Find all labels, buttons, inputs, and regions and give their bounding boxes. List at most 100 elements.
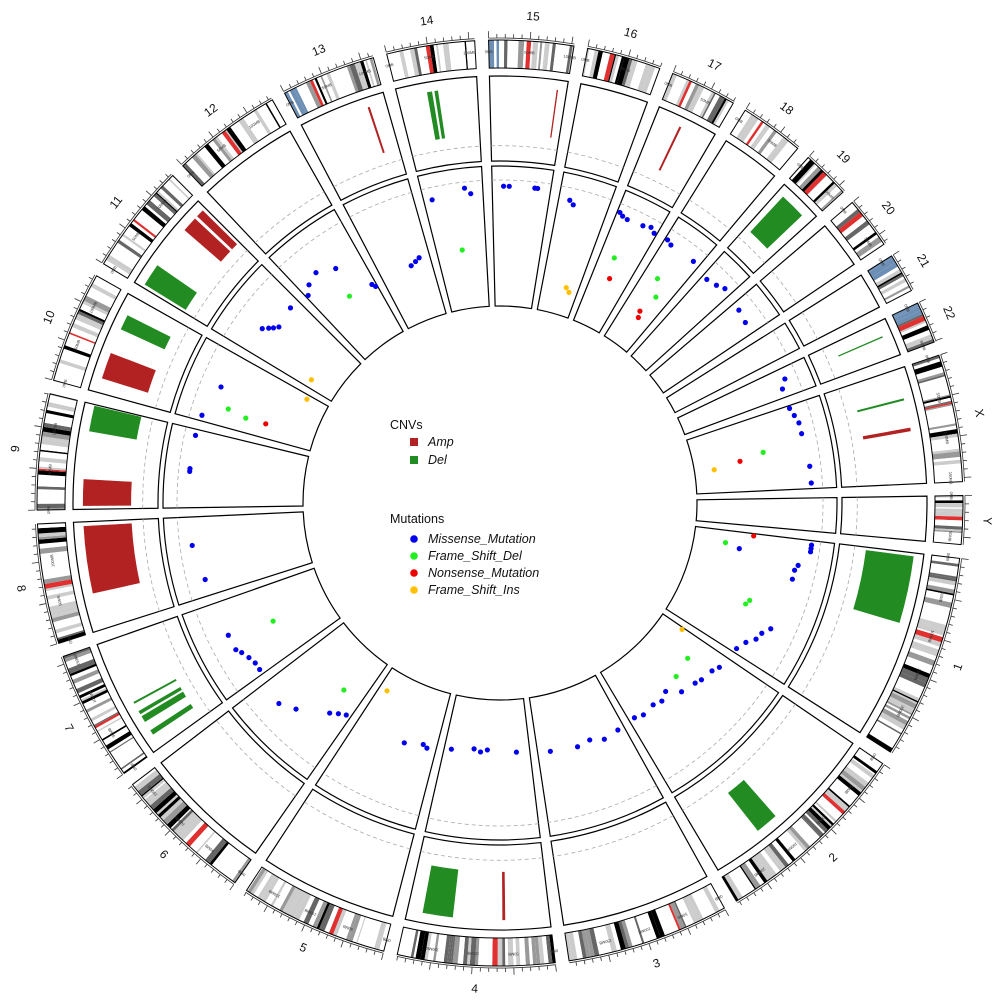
mutation-missense-mutation-124 <box>807 463 813 469</box>
tick-chr3-20 <box>710 917 713 922</box>
tick-chr1-180 <box>919 702 924 705</box>
band-chr5-144 <box>270 880 287 907</box>
band-chr7-74 <box>90 705 117 722</box>
band-chr4-50 <box>507 937 514 966</box>
tick-chr14-40 <box>417 41 420 46</box>
tick-chr5-110 <box>294 921 298 926</box>
band-chr2-199 <box>748 858 768 884</box>
band-chrx-53 <box>923 397 952 407</box>
tick-label-chr3-50: 50MB <box>676 912 688 921</box>
tick-chr4-170 <box>412 959 415 964</box>
band-chr2-217 <box>735 866 755 892</box>
baseline-cnv-chr17 <box>633 171 681 195</box>
band-chr22-47 <box>906 339 935 352</box>
tick-chr18-70 <box>793 139 797 143</box>
band-chr12-9 <box>188 157 211 182</box>
band-chr2-209 <box>740 862 761 889</box>
tick-chr5-0 <box>381 953 384 960</box>
mutation-missense-mutation-3 <box>807 549 814 555</box>
mutation-frame-shift-del-105 <box>654 276 661 282</box>
band-chrx-72 <box>926 413 955 423</box>
band-chr4-67 <box>497 937 500 966</box>
band-chr8-19 <box>53 618 82 629</box>
band-chr2-116 <box>797 817 821 841</box>
tick-chr1-140 <box>933 671 938 674</box>
tick-axis-chr3 <box>569 909 726 964</box>
band-chr20-52 <box>855 236 883 258</box>
tick-chr6-60 <box>191 853 195 857</box>
band-chr19-49 <box>816 185 842 209</box>
band-chr3-61 <box>665 904 679 932</box>
band-chr2-126 <box>791 822 815 847</box>
mutation-frame-shift-del-19 <box>685 655 691 661</box>
mutation-nonsense-mutation-0 <box>751 533 757 539</box>
cnv-frame-chr11 <box>133 200 260 328</box>
tick-chr4-140 <box>437 963 440 968</box>
band-chr10-22 <box>58 359 87 372</box>
band-chr3-108 <box>630 916 643 945</box>
band-chr2-93 <box>812 804 834 826</box>
band-chr4-128 <box>447 935 452 964</box>
band-chr5-59 <box>332 908 347 937</box>
tick-chr3-30 <box>702 921 706 926</box>
tick-chr12-30 <box>197 144 201 148</box>
mutation-missense-mutation-88 <box>506 183 512 189</box>
tick-chr18-50 <box>780 126 786 133</box>
tick-chr1-90 <box>946 631 951 634</box>
band-chr2-141 <box>783 830 805 855</box>
tick-chr1-100 <box>944 639 952 643</box>
band-chr15-74 <box>546 42 553 71</box>
chromosome-label-chr15: 15 <box>526 9 541 24</box>
band-chr3-146 <box>602 925 612 953</box>
band-chr16-0 <box>582 48 590 77</box>
tick-chr2-50 <box>859 797 865 803</box>
tick-label-chr6-50: 50MB <box>204 843 215 854</box>
band-chr3-69 <box>659 906 673 934</box>
band-chr13-64 <box>332 70 346 98</box>
band-chr11-6 <box>106 258 131 275</box>
cnv-frame-chr10 <box>87 292 203 414</box>
tick-chr9-90 <box>35 434 41 436</box>
band-chr6-0 <box>232 857 252 883</box>
tick-chr8-30 <box>45 619 51 622</box>
mutation-missense-mutation-28 <box>631 715 638 721</box>
tick-chr11-0 <box>95 258 103 264</box>
tick-chr10-130 <box>88 276 93 280</box>
band-chr7-95 <box>82 691 110 706</box>
band-chr3-6 <box>702 885 720 913</box>
baseline-mut-chr22 <box>790 363 804 391</box>
mutation-missense-mutation-8 <box>789 576 795 582</box>
band-chr13-105 <box>364 59 375 87</box>
mutation-missense-mutation-72 <box>287 305 294 311</box>
tick-chr5-180 <box>243 892 247 897</box>
band-chr14-22 <box>404 49 413 78</box>
band-chr5-12 <box>369 920 382 949</box>
band-chr7-89 <box>83 693 111 710</box>
tick-chr2-80 <box>842 816 847 821</box>
mutation-missense-mutation-41 <box>401 740 407 746</box>
tick-chr14-50 <box>425 36 428 44</box>
tick-label-chr10-50: 50MB <box>73 339 81 351</box>
band-chr4-76 <box>489 937 493 966</box>
band-chr4-171 <box>410 929 419 958</box>
band-chr13-4 <box>287 90 303 117</box>
tick-chr6-40 <box>204 863 208 868</box>
band-chr1-7 <box>930 560 959 567</box>
band-chr3-181 <box>572 930 583 960</box>
band-chr7-80 <box>88 702 115 717</box>
tick-chr11-110 <box>153 186 158 190</box>
band-chr7-55 <box>97 718 124 735</box>
band-chr6-114 <box>160 798 184 821</box>
band-chr5-147 <box>267 878 285 906</box>
band-chr2-48 <box>834 778 859 800</box>
band-chr3-19 <box>695 890 711 917</box>
band-chr3-149 <box>600 925 610 954</box>
band-chr11-22 <box>113 243 140 265</box>
band-chr5-91 <box>308 898 324 927</box>
mutation-frame-shift-del-121 <box>760 449 766 455</box>
tick-chrx-90 <box>958 426 963 428</box>
tick-chr6-0 <box>229 884 235 891</box>
tick-chr7-110 <box>72 694 77 698</box>
tick-chr2-200 <box>767 883 772 890</box>
band-chr13-16 <box>296 86 310 113</box>
